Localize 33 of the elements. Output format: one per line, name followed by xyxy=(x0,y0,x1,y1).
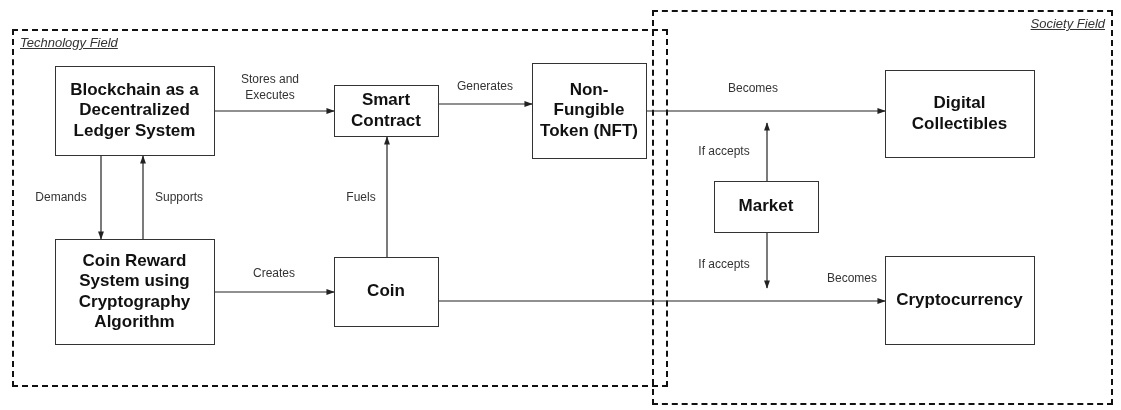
process-box xyxy=(884,69,1035,158)
dashed-region xyxy=(652,10,1113,405)
edge-label: If accepts xyxy=(698,257,750,273)
arrow xyxy=(764,232,770,289)
arrow xyxy=(646,108,886,114)
arrow xyxy=(140,155,146,240)
process-box xyxy=(333,84,439,137)
edge-label: Supports xyxy=(155,190,203,206)
arrow xyxy=(764,122,770,182)
process-box xyxy=(884,255,1035,345)
arrow xyxy=(438,298,886,304)
node-label: Digital Collectibles xyxy=(910,93,1009,134)
node-label: Coin xyxy=(366,281,406,302)
node-label: Blockchain as a Decentralized Ledger System xyxy=(69,79,200,142)
process-box xyxy=(54,65,215,156)
node-label: Market xyxy=(737,196,795,217)
arrow xyxy=(214,289,335,295)
node-label: Coin Reward System using Cryptography Algorithm xyxy=(77,250,192,333)
process-box xyxy=(333,256,439,327)
region-title: Technology Field xyxy=(20,35,118,50)
region-title: Society Field xyxy=(1030,16,1105,31)
node-label: Non-Fungible Token (NFT) xyxy=(539,79,639,142)
dashed-region xyxy=(12,29,668,387)
node-label: Smart Contract xyxy=(350,90,422,131)
arrow xyxy=(438,101,533,107)
arrow xyxy=(98,155,104,240)
arrow xyxy=(214,108,335,114)
arrow xyxy=(384,136,390,258)
edge-label: If accepts xyxy=(698,144,750,160)
node-label: Cryptocurrency xyxy=(895,289,1024,311)
process-box xyxy=(713,180,819,233)
process-box xyxy=(531,62,647,159)
process-box xyxy=(54,238,215,345)
